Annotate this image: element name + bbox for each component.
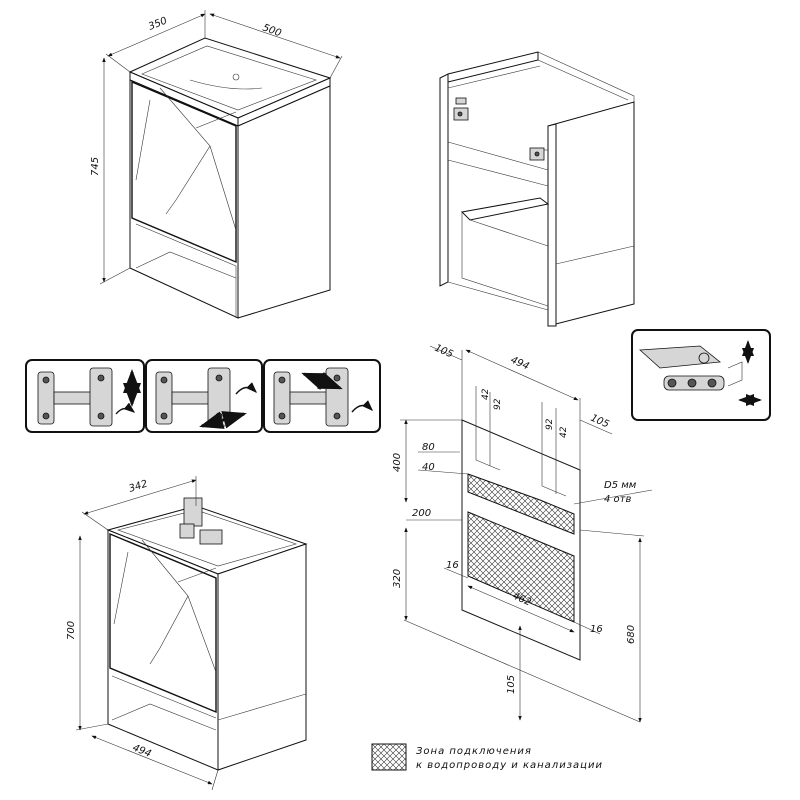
arrow-horizontal-icon xyxy=(301,372,343,390)
open-carcass-view xyxy=(439,51,635,327)
dim-height-40: 40 xyxy=(422,462,435,473)
legend: Зона подключения к водопроводу и канализ… xyxy=(371,743,603,771)
rotate-arrow-icon xyxy=(115,402,136,415)
dim-height-400: 400 xyxy=(392,453,403,472)
cabinet-with-basin-view: 350 500 745 xyxy=(90,10,343,319)
dim-bottom-offset: 105 xyxy=(506,675,517,694)
dim-hole-right-a: 92 xyxy=(545,418,555,430)
dim-hole-right-b: 42 xyxy=(559,426,569,438)
dim-inset-left: 16 xyxy=(446,560,459,571)
legend-hatch-swatch xyxy=(371,743,407,771)
dim-hole-left-a: 42 xyxy=(481,388,491,400)
dim-total-height: 680 xyxy=(626,625,637,644)
dim-height-top: 745 xyxy=(90,157,101,176)
dim-offset-right: 105 xyxy=(589,413,611,431)
hinge-adjust-panel-1 xyxy=(25,359,145,433)
arrow-horizontal-icon xyxy=(199,411,247,429)
legend-line-2: к водопроводу и канализации xyxy=(416,760,603,771)
installation-scheme: 494 105 105 42 92 92 42 400 80 40 200 32… xyxy=(392,343,653,723)
drill-diameter-label: D5 мм xyxy=(604,480,637,491)
dim-depth-top: 350 xyxy=(147,15,169,32)
dim-height-80: 80 xyxy=(422,442,435,453)
rotate-arrow-icon xyxy=(235,382,257,395)
dim-width-top: 500 xyxy=(261,22,283,39)
drill-count-label: 4 отв xyxy=(604,494,631,505)
hinge-adjust-panel-2 xyxy=(145,359,263,433)
hinge-adjust-panel-3 xyxy=(263,359,381,433)
dim-height-bottom: 700 xyxy=(66,621,77,640)
dim-offset-left: 105 xyxy=(433,343,455,361)
dim-height-200: 200 xyxy=(412,508,431,519)
legend-line-1: Зона подключения xyxy=(416,746,532,757)
hinge-detail-icon xyxy=(631,329,771,421)
dim-depth-bottom: 342 xyxy=(128,478,150,494)
dim-height-320: 320 xyxy=(392,569,403,588)
dim-inset-right: 16 xyxy=(590,624,603,635)
dim-scheme-width: 494 xyxy=(509,355,531,373)
dim-width-bottom: 494 xyxy=(131,743,153,760)
rotate-arrow-icon xyxy=(351,400,373,413)
cabinet-view: 342 700 494 xyxy=(66,476,308,791)
dim-hole-left-b: 92 xyxy=(493,398,503,410)
